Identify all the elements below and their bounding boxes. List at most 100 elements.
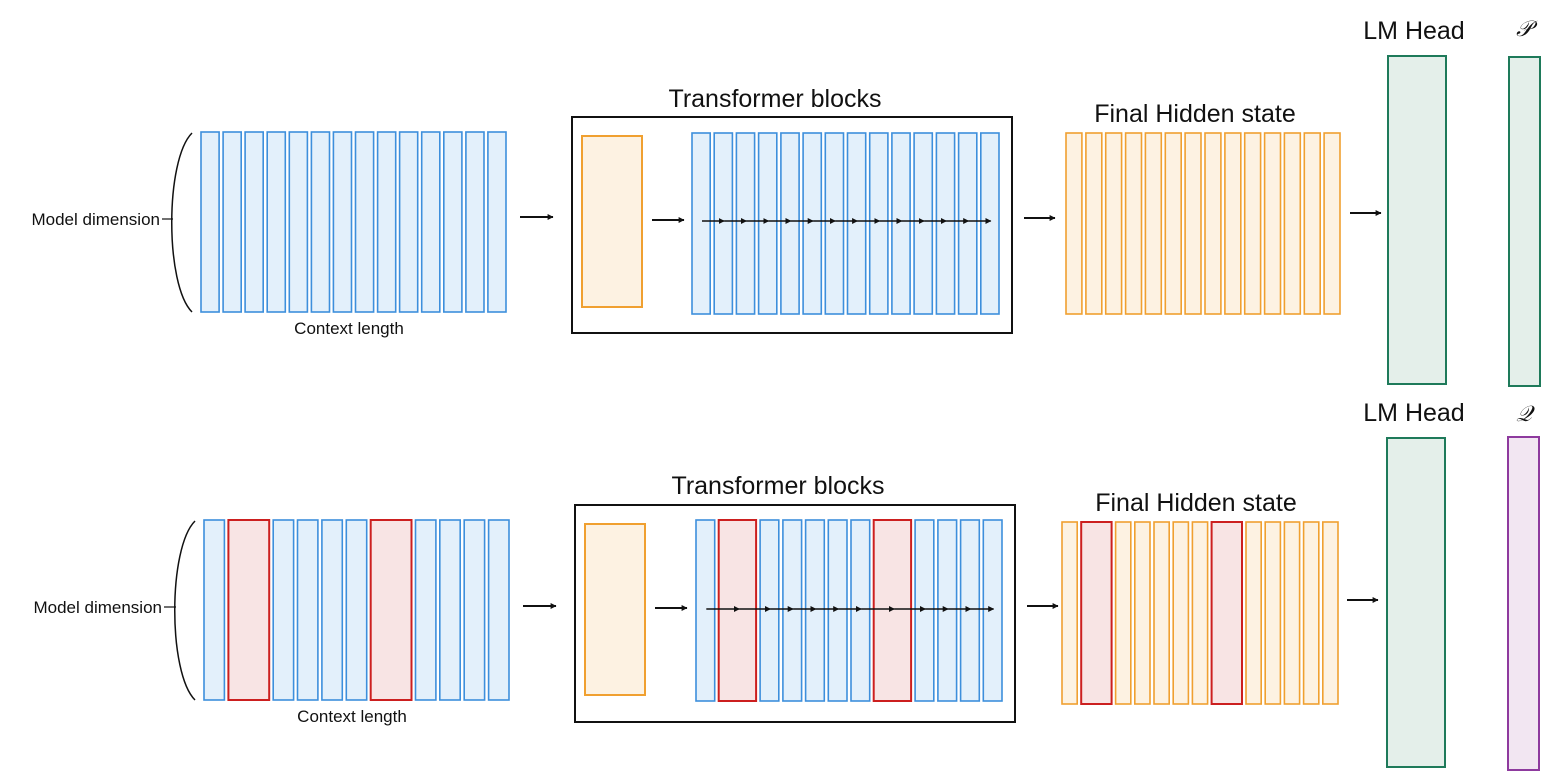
- token-column: [759, 519, 780, 702]
- token-column: [913, 132, 934, 315]
- model-dimension-brace: [171, 132, 193, 313]
- token-column: [691, 132, 712, 315]
- transformer-blocks-label: Transformer blocks: [671, 472, 884, 500]
- block-token-columns: [695, 519, 1003, 702]
- token-column: [757, 132, 778, 315]
- token-column: [1144, 132, 1163, 315]
- token-column: [1283, 521, 1301, 705]
- distribution-q-label: 𝒬: [1516, 402, 1535, 427]
- transformer-blocks-label: Transformer blocks: [668, 85, 881, 113]
- masked-token-column: [369, 519, 413, 701]
- transformer-blocks-frame: [571, 116, 1013, 334]
- transformer-blocks-frame: [574, 504, 1016, 723]
- context-length-label: Context length: [297, 707, 407, 726]
- token-column: [203, 519, 226, 701]
- token-column: [200, 131, 220, 313]
- token-column: [438, 519, 461, 701]
- token-column: [937, 519, 958, 702]
- model-dimension-label: Model dimension: [31, 210, 160, 229]
- token-column: [420, 131, 441, 313]
- masked-token-column: [227, 519, 271, 701]
- token-column: [1303, 132, 1322, 315]
- row-2: Model dimension Context length Transform…: [33, 399, 1540, 771]
- token-column: [345, 519, 368, 701]
- token-column: [398, 131, 419, 313]
- final-hidden-state-columns: [1061, 521, 1339, 705]
- token-column: [463, 519, 486, 701]
- token-column: [824, 132, 845, 315]
- token-column: [465, 131, 485, 313]
- masked-token-column: [1080, 521, 1113, 705]
- lm-head-matrix: [1387, 55, 1447, 385]
- token-column: [979, 132, 1000, 315]
- token-column: [1172, 521, 1190, 705]
- token-column: [914, 519, 935, 702]
- final-hidden-state-columns: [1065, 132, 1341, 315]
- token-column: [1114, 521, 1132, 705]
- block-token-columns: [691, 132, 1000, 315]
- attention-block: [581, 135, 643, 308]
- token-column: [846, 132, 867, 315]
- token-column: [272, 519, 295, 701]
- token-column: [244, 131, 265, 313]
- input-embeddings: [200, 131, 507, 313]
- lm-head-label: LM Head: [1363, 399, 1464, 427]
- token-column: [1134, 521, 1151, 705]
- token-column: [487, 131, 507, 313]
- row-1: Model dimension Context length Transform…: [31, 17, 1541, 387]
- token-column: [1061, 521, 1078, 705]
- masked-token-column: [872, 519, 913, 702]
- token-column: [1085, 132, 1103, 315]
- token-column: [1164, 132, 1183, 315]
- token-column: [288, 131, 309, 313]
- token-column: [296, 519, 319, 701]
- lm-head-matrix: [1386, 437, 1446, 768]
- token-column: [735, 132, 756, 315]
- token-column: [1323, 132, 1341, 315]
- token-column: [414, 519, 437, 701]
- token-column: [1264, 521, 1282, 705]
- token-column: [935, 132, 956, 315]
- token-column: [695, 519, 716, 702]
- token-column: [982, 519, 1003, 702]
- token-column: [802, 132, 823, 315]
- token-column: [850, 519, 871, 702]
- final-hidden-state-label: Final Hidden state: [1094, 100, 1296, 128]
- final-hidden-state-label: Final Hidden state: [1095, 489, 1297, 517]
- token-column: [1124, 132, 1143, 315]
- token-column: [1322, 521, 1339, 705]
- token-column: [376, 131, 397, 313]
- token-column: [713, 132, 734, 315]
- attention-block: [584, 523, 646, 696]
- input-embeddings: [203, 519, 510, 701]
- token-column: [310, 131, 331, 313]
- token-column: [827, 519, 848, 702]
- model-dimension-label: Model dimension: [33, 598, 162, 617]
- token-column: [1224, 132, 1242, 315]
- token-column: [959, 519, 981, 702]
- token-column: [487, 519, 510, 701]
- token-column: [266, 131, 287, 313]
- lm-head-label: LM Head: [1363, 17, 1464, 45]
- token-column: [442, 131, 463, 313]
- output-distribution-p: [1508, 56, 1541, 387]
- token-column: [868, 132, 889, 315]
- token-column: [332, 131, 353, 313]
- token-column: [354, 131, 375, 313]
- context-length-label: Context length: [294, 319, 404, 338]
- token-column: [1263, 132, 1282, 315]
- token-column: [782, 519, 803, 702]
- distribution-p-label: 𝒫: [1516, 17, 1538, 42]
- token-column: [321, 519, 344, 701]
- token-column: [1243, 132, 1262, 315]
- output-distribution-q: [1507, 436, 1540, 771]
- token-column: [1204, 132, 1222, 315]
- token-column: [1153, 521, 1170, 705]
- model-dimension-brace: [174, 520, 196, 701]
- token-column: [957, 132, 978, 315]
- token-column: [1283, 132, 1302, 315]
- token-column: [891, 132, 911, 315]
- token-column: [804, 519, 826, 702]
- token-column: [1065, 132, 1083, 315]
